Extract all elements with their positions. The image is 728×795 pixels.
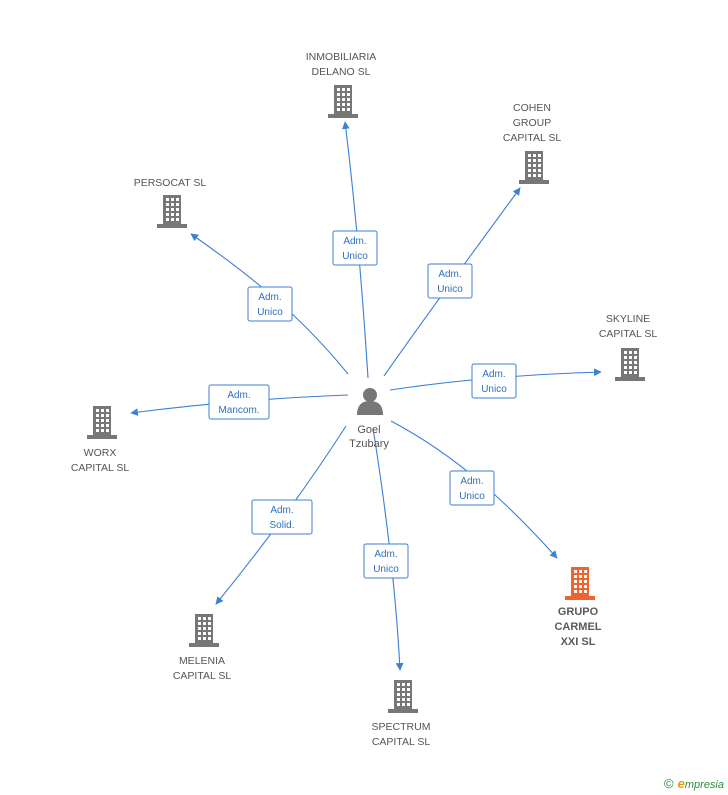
relation-label-line: Adm. [460, 476, 483, 487]
company-node-persocat[interactable]: PERSOCAT SL [134, 177, 207, 228]
building-icon[interactable] [615, 348, 645, 381]
building-icon[interactable] [328, 85, 358, 118]
relation-label[interactable]: Adm. Unico [471, 363, 517, 399]
company-node-worx[interactable]: WORX CAPITAL SL [71, 406, 130, 474]
company-name: CAPITAL SL [599, 328, 658, 340]
company-name: PERSOCAT SL [134, 177, 207, 189]
company-name: XXI SL [561, 636, 596, 648]
company-name: SKYLINE [606, 313, 650, 325]
building-icon[interactable] [519, 151, 549, 184]
building-icon[interactable] [87, 406, 117, 439]
relation-label[interactable]: Adm. Unico [332, 230, 378, 266]
empresia-brand[interactable]: ©empresia [664, 776, 724, 791]
company-node-spectrum[interactable]: SPECTRUM CAPITAL SL [372, 680, 431, 748]
relation-label-line: Adm. [374, 549, 397, 560]
company-node-cohen[interactable]: COHEN GROUP CAPITAL SL [503, 102, 562, 184]
relation-label[interactable]: Adm. Unico [247, 286, 293, 322]
company-name: MELENIA [179, 655, 225, 667]
company-name: CAPITAL SL [372, 736, 431, 748]
company-name: GRUPO [558, 606, 599, 618]
relation-label-line: Adm. [482, 369, 505, 380]
relation-label[interactable]: Adm. Unico [449, 470, 495, 506]
relation-label-line: Adm. [343, 236, 366, 247]
relation-label-line: Solid. [269, 520, 294, 531]
relation-label-line: Unico [459, 491, 485, 502]
relation-label-line: Adm. [270, 505, 293, 516]
company-name: SPECTRUM [372, 721, 431, 733]
relation-label-line: Unico [342, 251, 368, 262]
person-icon [357, 388, 383, 415]
person-name: Goel [357, 424, 380, 436]
brand-initial: e [677, 776, 685, 791]
building-icon[interactable] [157, 195, 187, 228]
brand-name: mpresia [684, 779, 724, 791]
company-name: DELANO SL [312, 66, 371, 78]
company-name: CAPITAL SL [503, 132, 562, 144]
relation-label[interactable]: Adm. Unico [363, 543, 409, 579]
copyright-symbol: © [664, 776, 674, 791]
company-name: CARMEL [554, 621, 601, 633]
company-name: GROUP [513, 117, 552, 129]
relation-label-line: Adm. [227, 390, 250, 401]
building-icon[interactable] [388, 680, 418, 713]
relation-label-line: Unico [373, 564, 399, 575]
relation-label-line: Adm. [438, 269, 461, 280]
company-name: CAPITAL SL [71, 462, 130, 474]
relation-label[interactable]: Adm. Unico [427, 263, 473, 299]
relation-label-line: Mancom. [218, 405, 259, 416]
relation-label-line: Adm. [258, 292, 281, 303]
person-name: Tzubary [349, 438, 389, 450]
relation-label[interactable]: Adm. Solid. [251, 499, 313, 535]
company-node-skyline[interactable]: SKYLINE CAPITAL SL [599, 313, 658, 381]
company-name: CAPITAL SL [173, 670, 232, 682]
relation-label-line: Unico [257, 307, 283, 318]
relation-label-line: Unico [437, 284, 463, 295]
company-node-melenia[interactable]: MELENIA CAPITAL SL [173, 614, 232, 682]
company-node-grupo-carmel[interactable]: GRUPO CARMEL XXI SL [554, 567, 602, 648]
building-icon[interactable] [565, 567, 595, 600]
company-name: WORX [84, 447, 117, 459]
building-icon[interactable] [189, 614, 219, 647]
company-name: INMOBILIARIA [306, 51, 377, 63]
company-node-inmobiliaria[interactable]: INMOBILIARIA DELANO SL [306, 51, 377, 118]
relation-label[interactable]: Adm. Mancom. [208, 384, 270, 420]
company-name: COHEN [513, 102, 551, 114]
relation-label-line: Unico [481, 384, 507, 395]
